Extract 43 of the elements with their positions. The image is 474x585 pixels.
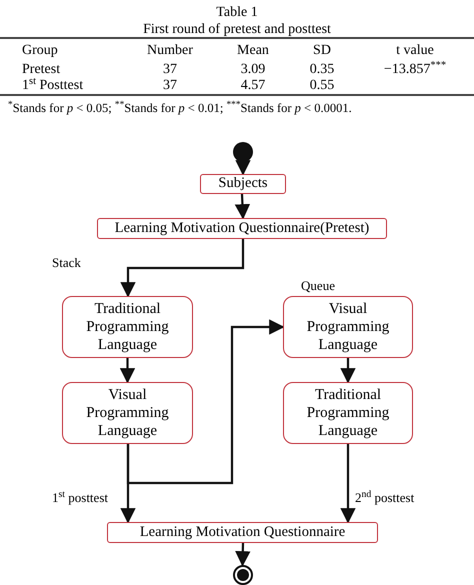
process-box: [107, 522, 378, 543]
node-caption: Queue: [301, 279, 335, 292]
edge-label: 1$^{st}$ posttest: [52, 491, 108, 504]
process-box: [62, 382, 193, 444]
box-label: Visual Programming Language: [85, 386, 170, 440]
table-cell-text: Group: [22, 42, 58, 60]
arrow: [120, 239, 244, 298]
box-label: Learning Motivation Questionnaire(Pretest): [114, 220, 370, 238]
arrow: [340, 444, 356, 524]
box-label: Traditional Programming Language: [85, 300, 170, 354]
table-cell-text: Pretest: [22, 61, 60, 78]
edge-label: Stack: [52, 256, 81, 269]
arrow: [235, 542, 251, 567]
table-title: Table 1: [216, 4, 258, 22]
table-cell-text: 37: [163, 61, 177, 79]
box-label: Visual Programming Language: [306, 300, 390, 354]
arrow: [126, 319, 285, 484]
arrow: [234, 194, 250, 220]
table-cell-text: −13.857$^{***}$: [384, 59, 446, 79]
process-box: [200, 174, 286, 194]
footnote: $^{*}$Stands for p < 0.05; $^{**}$Stands for p < 0.01; $^{***}$Stands for p < 0.0001.: [8, 99, 352, 117]
table-cell-text: 3.09: [240, 61, 266, 79]
process-box: [62, 296, 193, 358]
process-box: [283, 382, 413, 444]
table-cell-text: 0.35: [310, 61, 334, 79]
table-cell-text: Number: [147, 42, 193, 60]
process-box: [283, 296, 413, 358]
arrow: [340, 358, 356, 384]
process-box: [97, 218, 387, 239]
edge-label: 2$^{nd}$ posttest: [355, 491, 414, 504]
table-cell-text: SD: [313, 42, 331, 60]
arrow: [235, 160, 251, 176]
table-cell-text: 37: [163, 77, 177, 95]
table-cell-text: 4.57: [240, 77, 266, 95]
table-cell-text: t value: [396, 42, 434, 60]
table-cell-text: 1$^{st}$ Posttest: [22, 75, 84, 95]
table-cell-text: 0.55: [310, 77, 334, 95]
table-title: First round of pretest and posttest: [143, 21, 331, 39]
arrow: [120, 358, 136, 384]
table-cell-text: Mean: [237, 42, 269, 60]
box-label: Learning Motivation Questionnaire: [140, 524, 346, 542]
box-label: Traditional Programming Language: [306, 386, 390, 440]
box-label: Subjects: [218, 175, 268, 193]
